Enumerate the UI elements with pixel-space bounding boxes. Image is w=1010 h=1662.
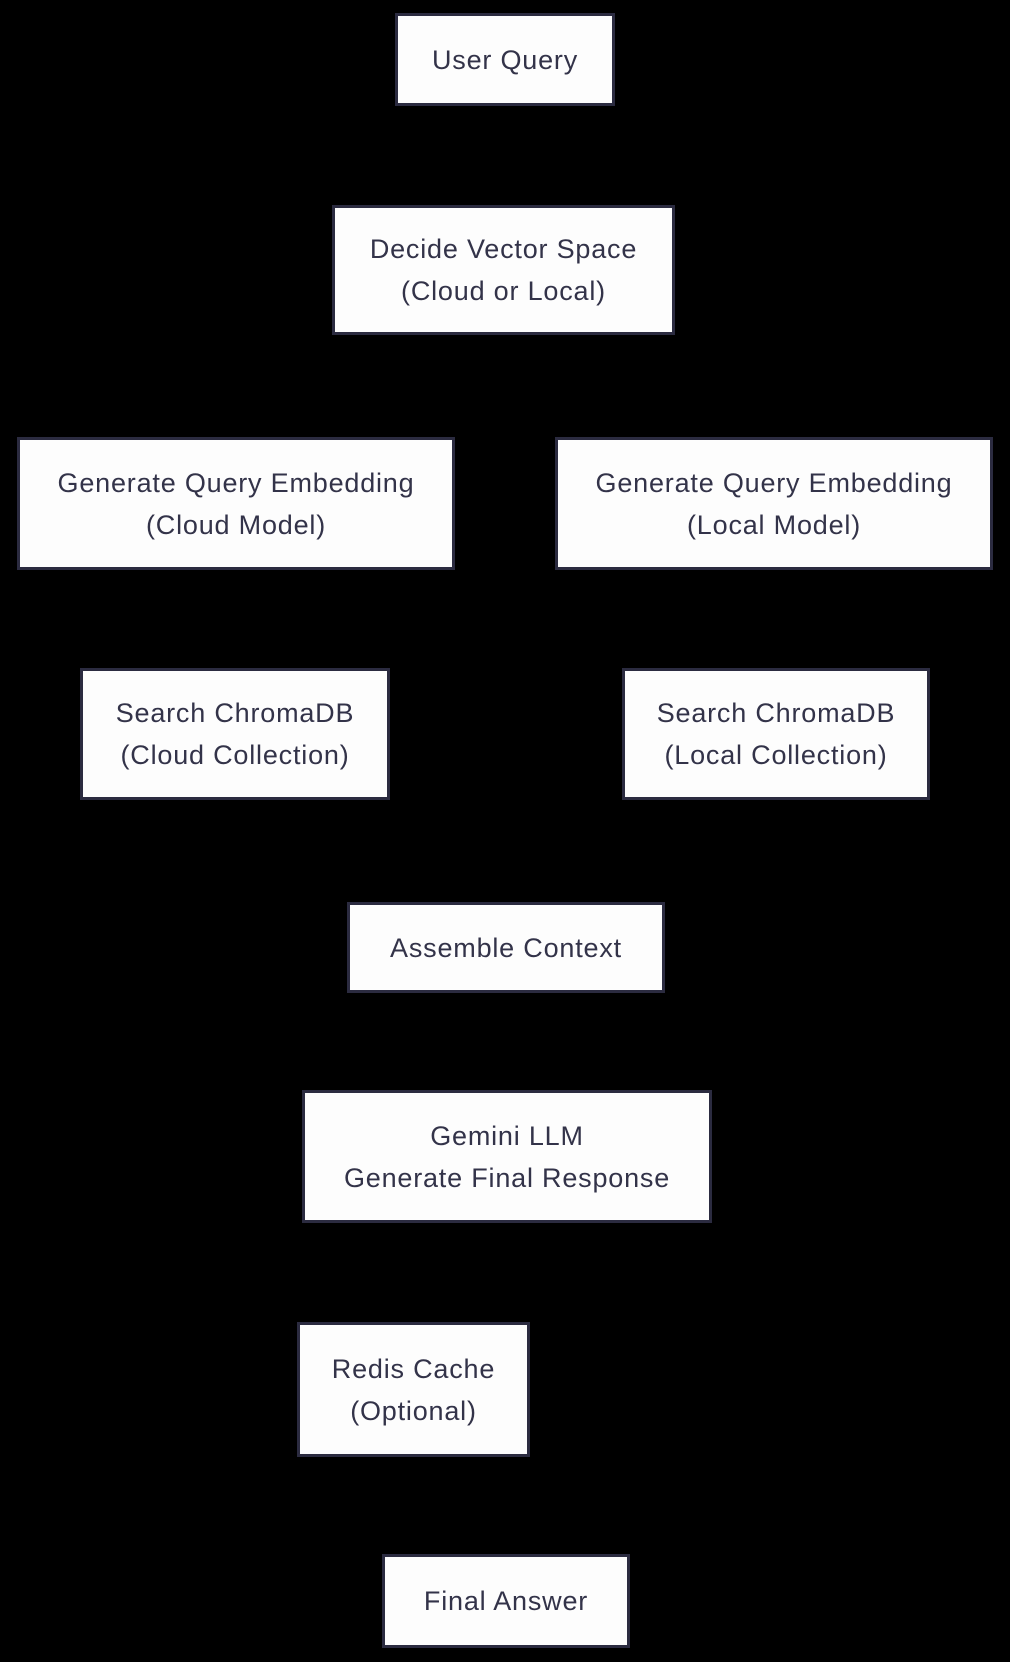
node-user-query: User Query (395, 13, 615, 106)
node-label-line-1: Search ChromaDB (115, 698, 355, 728)
node-label-line-1: Decide Vector Space (369, 234, 638, 264)
node-label: User Query (431, 44, 579, 75)
node-label-line-2: (Optional) (350, 1395, 477, 1426)
node-gemini-llm: Gemini LLM Generate Final Response (302, 1090, 712, 1223)
node-label: Assemble Context (390, 932, 622, 963)
node-label-line-2: (Local Model) (687, 509, 861, 540)
node-search-chromadb-cloud: Search ChromaDB (Cloud Collection) (80, 668, 390, 800)
node-label-line-2: Generate Final Response (343, 1162, 671, 1193)
node-label-line-1: Redis Cache (331, 1353, 496, 1384)
node-label-line-1: Search ChromaDB (656, 698, 896, 728)
node-search-chromadb-local: Search ChromaDB (Local Collection) (622, 668, 930, 800)
node-assemble-context: Assemble Context (347, 902, 665, 993)
node-label-line-1: Gemini LLM (430, 1120, 584, 1151)
node-decide-vector-space: Decide Vector Space (Cloud or Local) (332, 205, 675, 335)
node-label-line-2: (Local Collection) (664, 740, 888, 770)
node-label-line-2: (Cloud Collection) (120, 740, 350, 770)
node-label-line-2: (Cloud or Local) (401, 276, 606, 306)
node-label-line-1: Generate Query Embedding (595, 467, 953, 498)
node-final-answer: Final Answer (382, 1554, 630, 1648)
node-label: Final Answer (423, 1586, 589, 1616)
node-generate-embedding-local: Generate Query Embedding (Local Model) (555, 437, 993, 570)
node-redis-cache: Redis Cache (Optional) (297, 1322, 530, 1457)
node-label-line-1: Generate Query Embedding (57, 467, 415, 498)
node-label-line-2: (Cloud Model) (146, 509, 326, 540)
node-generate-embedding-cloud: Generate Query Embedding (Cloud Model) (17, 437, 455, 570)
